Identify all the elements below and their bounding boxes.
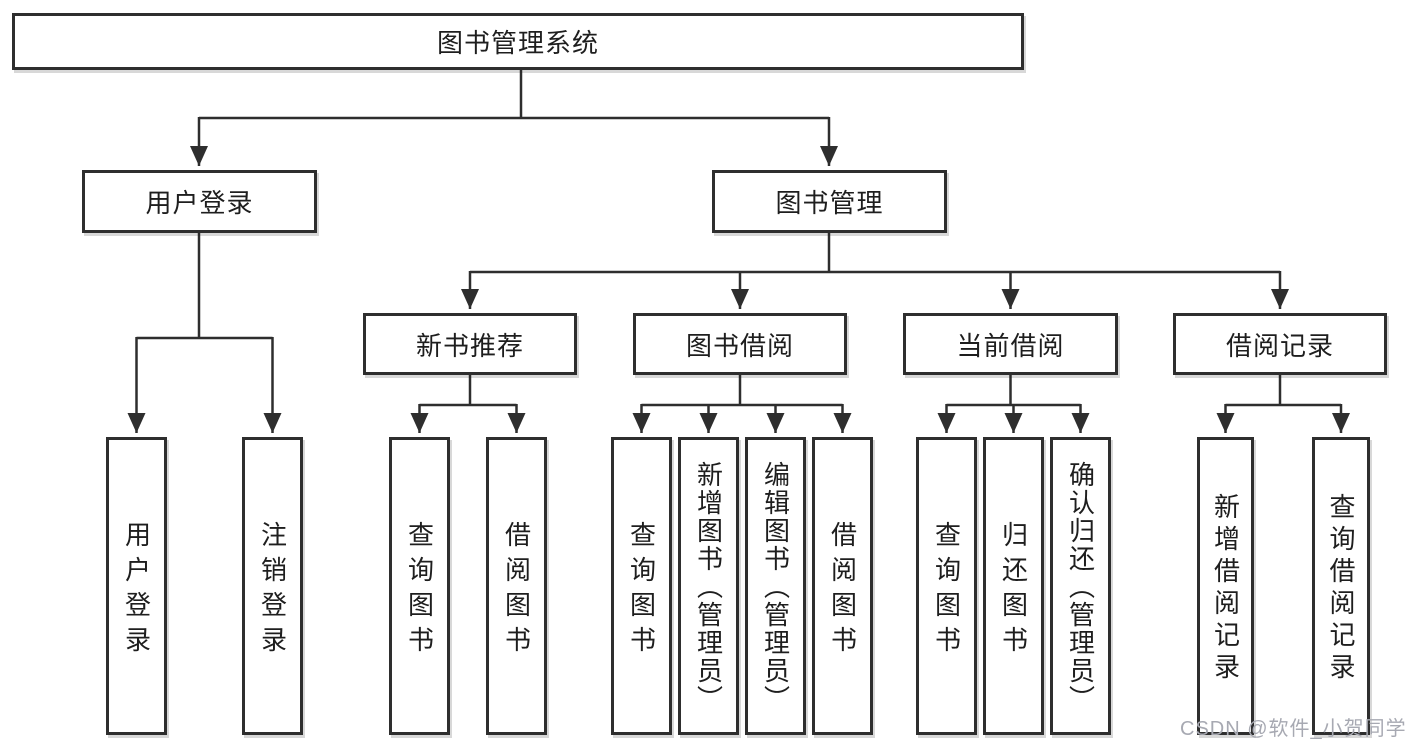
node-root-label: 图书管理系统 [436,28,599,58]
node-book-borrow: 图书借阅 [633,313,847,375]
leaf-logout-label: 注销登录 [257,520,288,661]
leaf-confirm-return-admin: 确认归还（管理员） [1050,437,1111,735]
leaf-edit-books-admin-label: 编辑图书（管理员） [760,461,791,713]
leaf-query-borrow-record-label: 查询借阅记录 [1326,493,1356,685]
leaf-edit-books-admin: 编辑图书（管理员） [745,437,806,735]
node-borrow-records-label: 借阅记录 [1225,330,1334,361]
leaf-query-books-rec: 查询图书 [389,437,450,735]
leaf-query-books-current: 查询图书 [916,437,977,735]
leaf-return-books: 归还图书 [983,437,1044,735]
leaf-user-login-label: 用户登录 [121,520,152,661]
node-root: 图书管理系统 [12,13,1024,70]
leaf-query-books-current-label: 查询图书 [931,520,962,661]
leaf-logout: 注销登录 [242,437,303,735]
leaf-user-login: 用户登录 [106,437,167,735]
node-book-borrow-label: 图书借阅 [685,330,794,361]
leaf-query-books-borrow: 查询图书 [611,437,672,735]
leaf-query-borrow-record: 查询借阅记录 [1312,437,1370,735]
node-new-rec: 新书推荐 [363,313,577,375]
node-user-login: 用户登录 [82,170,317,233]
leaf-borrow-books: 借阅图书 [812,437,873,735]
leaf-confirm-return-admin-label: 确认归还（管理员） [1065,461,1096,713]
leaf-borrow-books-rec-label: 借阅图书 [501,520,532,661]
leaf-query-books-borrow-label: 查询图书 [626,520,657,661]
node-user-login-label: 用户登录 [145,188,254,218]
leaf-add-borrow-record-label: 新增借阅记录 [1210,493,1241,685]
node-borrow-records: 借阅记录 [1173,313,1387,375]
node-new-rec-label: 新书推荐 [415,330,524,361]
leaf-add-books-admin-label: 新增图书（管理员） [693,461,724,713]
leaf-add-borrow-record: 新增借阅记录 [1197,437,1254,735]
leaf-return-books-label: 归还图书 [998,520,1029,661]
leaf-borrow-books-rec: 借阅图书 [486,437,547,735]
watermark: CSDN @软件_小贺同学 [1180,718,1405,740]
node-book-mgmt: 图书管理 [712,170,947,233]
leaf-borrow-books-label: 借阅图书 [827,520,858,661]
leaf-add-books-admin: 新增图书（管理员） [678,437,739,735]
node-current-borrow: 当前借阅 [903,313,1118,375]
node-book-mgmt-label: 图书管理 [775,188,884,218]
node-current-borrow-label: 当前借阅 [956,330,1065,361]
leaf-query-books-rec-label: 查询图书 [404,520,435,661]
